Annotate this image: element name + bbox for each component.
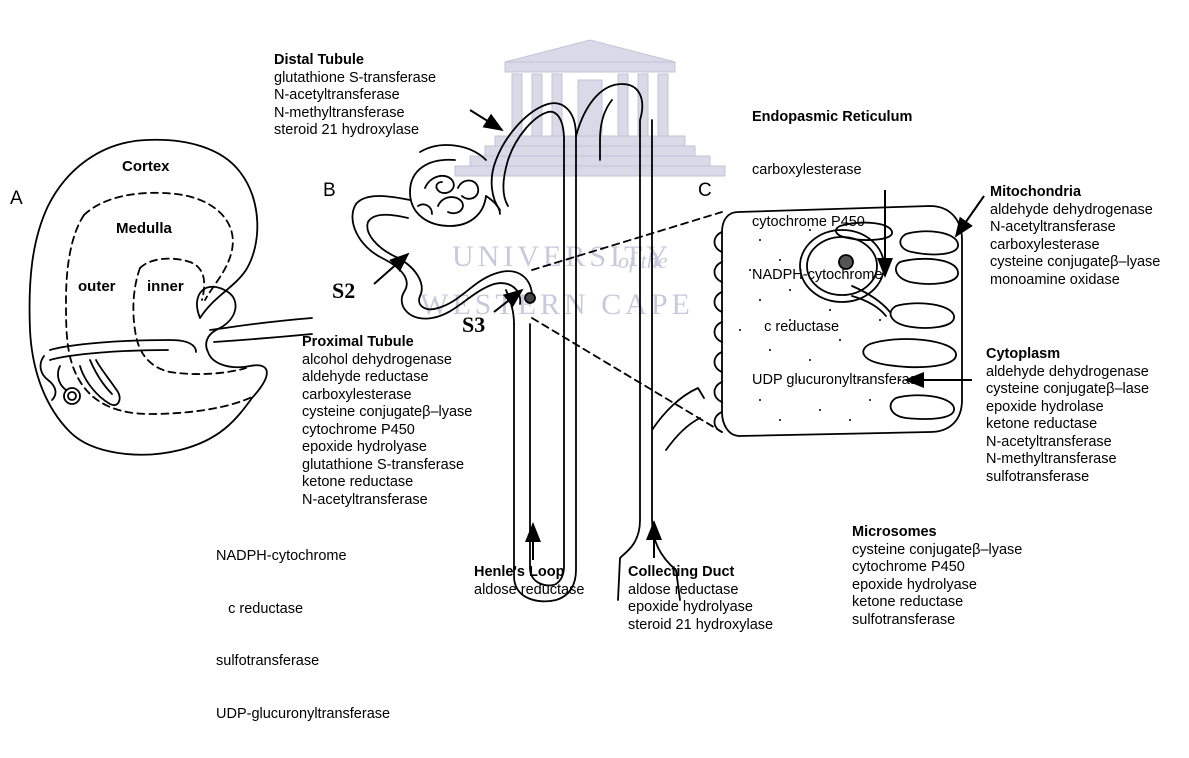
er-title: Endopasmic Reticulum [752, 109, 925, 127]
collecting-duct-enzyme: steroid 21 hydroxylase [628, 617, 773, 635]
inner-label: inner [147, 278, 184, 295]
proximal-tubule-enzyme: carboxylesterase [302, 387, 472, 405]
cytoplasm-block: Cytoplasm aldehyde dehydrogenase cystein… [986, 346, 1189, 486]
medulla-label: Medulla [116, 220, 172, 237]
proximal-tubule-enzyme: alcohol dehydrogenase [302, 352, 472, 370]
proximal-tubule-enzyme: NADPH-cytochrome [216, 548, 390, 566]
distal-tubule-arrow [470, 110, 502, 130]
cytoplasm-enzyme: sulfotransferase [986, 469, 1189, 487]
collecting-duct-block: Collecting Duct aldose reductase epoxide… [628, 564, 773, 634]
proximal-tubule-enzyme: sulfotransferase [216, 653, 390, 671]
mitochondria-block: Mitochondria aldehyde dehydrogenase N-ac… [990, 184, 1189, 289]
distal-tubule-enzyme: steroid 21 hydroxylase [274, 122, 436, 140]
s2-label: S2 [332, 278, 355, 304]
cytoplasm-enzyme: ketone reductase [986, 416, 1189, 434]
microsomes-enzyme: ketone reductase [852, 594, 1022, 612]
kidney-enzyme-diagram: UNIVERSITY of the WESTERN CAPE [0, 0, 1189, 632]
cytoplasm-enzyme: aldehyde dehydrogenase [986, 364, 1189, 382]
mitochondria-enzyme: N-acetyltransferase [990, 219, 1189, 237]
proximal-tubule-title: Proximal Tubule [302, 334, 472, 352]
proximal-tubule-enzyme: cysteine conjugateβ–lyase [302, 404, 472, 422]
collecting-duct [652, 120, 680, 600]
mitochondria-arrow [956, 196, 984, 236]
collecting-duct-title: Collecting Duct [628, 564, 773, 582]
mitochondria-enzyme: aldehyde dehydrogenase [990, 202, 1189, 220]
henles-loop-title: Henle's Loop [474, 564, 584, 582]
outer-label: outer [78, 278, 116, 295]
proximal-tubule-enzyme: glutathione S-transferase [302, 457, 472, 475]
proximal-tubule-block: Proximal Tubule alcohol dehydrogenase al… [302, 334, 472, 509]
henles-loop [514, 136, 576, 601]
cytoplasm-enzyme: epoxide hydrolase [986, 399, 1189, 417]
er-enzyme: carboxylesterase [752, 162, 925, 180]
panel-label-b: B [323, 180, 336, 202]
panel-label-c: C [698, 180, 712, 202]
mitochondria-enzyme: cysteine conjugateβ–lyase [990, 254, 1189, 272]
henles-loop-block: Henle's Loop aldose reductase [474, 564, 584, 599]
distal-tubule-title: Distal Tubule [274, 52, 436, 70]
endoplasmic-reticulum-block: Endopasmic Reticulum carboxylesterase cy… [752, 74, 925, 424]
proximal-tubule-block-continued: NADPH-cytochrome c reductase sulfotransf… [216, 513, 390, 758]
collecting-duct-enzyme: aldose reductase [628, 582, 773, 600]
microsomes-block: Microsomes cysteine conjugateβ–lyase cyt… [852, 524, 1022, 629]
cytoplasm-enzyme: N-acetyltransferase [986, 434, 1189, 452]
microsomes-title: Microsomes [852, 524, 1022, 542]
mitochondria-enzyme: monoamine oxidase [990, 272, 1189, 290]
proximal-tubule-enzyme: UDP-glucuronyltransferase [216, 706, 390, 724]
proximal-tubule [352, 196, 520, 319]
proximal-tubule-enzyme: ketone reductase [302, 474, 472, 492]
collecting-duct-enzyme: epoxide hydrolyase [628, 599, 773, 617]
cytoplasm-title: Cytoplasm [986, 346, 1189, 364]
distal-tubule-enzyme: glutathione S-transferase [274, 70, 436, 88]
proximal-tubule-enzyme: c reductase [216, 601, 390, 619]
er-enzyme: NADPH-cytochrome [752, 267, 925, 285]
henles-loop-enzyme: aldose reductase [474, 582, 584, 600]
er-enzyme: c reductase [752, 319, 925, 337]
er-enzyme: UDP glucuronyltransferase [752, 372, 925, 390]
distal-tubule-enzyme: N-acetyltransferase [274, 87, 436, 105]
er-enzyme: cytochrome P450 [752, 214, 925, 232]
distal-tubule-block: Distal Tubule glutathione S-transferase … [274, 52, 436, 140]
cytoplasm-enzyme: cysteine conjugateβ–lase [986, 381, 1189, 399]
cytoplasm-enzyme: N-methyltransferase [986, 451, 1189, 469]
cortex-label: Cortex [122, 158, 170, 175]
s3-marker [525, 293, 535, 303]
mitochondria-title: Mitochondria [990, 184, 1189, 202]
proximal-tubule-enzyme: N-acetyltransferase [302, 492, 472, 510]
proximal-tubule-enzyme: aldehyde reductase [302, 369, 472, 387]
microsomes-enzyme: epoxide hydrolyase [852, 577, 1022, 595]
panel-label-a: A [10, 188, 23, 210]
distal-tubule [576, 84, 642, 360]
microsomes-enzyme: cytochrome P450 [852, 559, 1022, 577]
distal-tubule-enzyme: N-methyltransferase [274, 105, 436, 123]
mitochondria-enzyme: carboxylesterase [990, 237, 1189, 255]
microsomes-enzyme: sulfotransferase [852, 612, 1022, 630]
proximal-tubule-enzyme: epoxide hydrolyase [302, 439, 472, 457]
microsomes-enzyme: cysteine conjugateβ–lyase [852, 542, 1022, 560]
s2-arrow [374, 254, 408, 284]
proximal-tubule-enzyme: cytochrome P450 [302, 422, 472, 440]
